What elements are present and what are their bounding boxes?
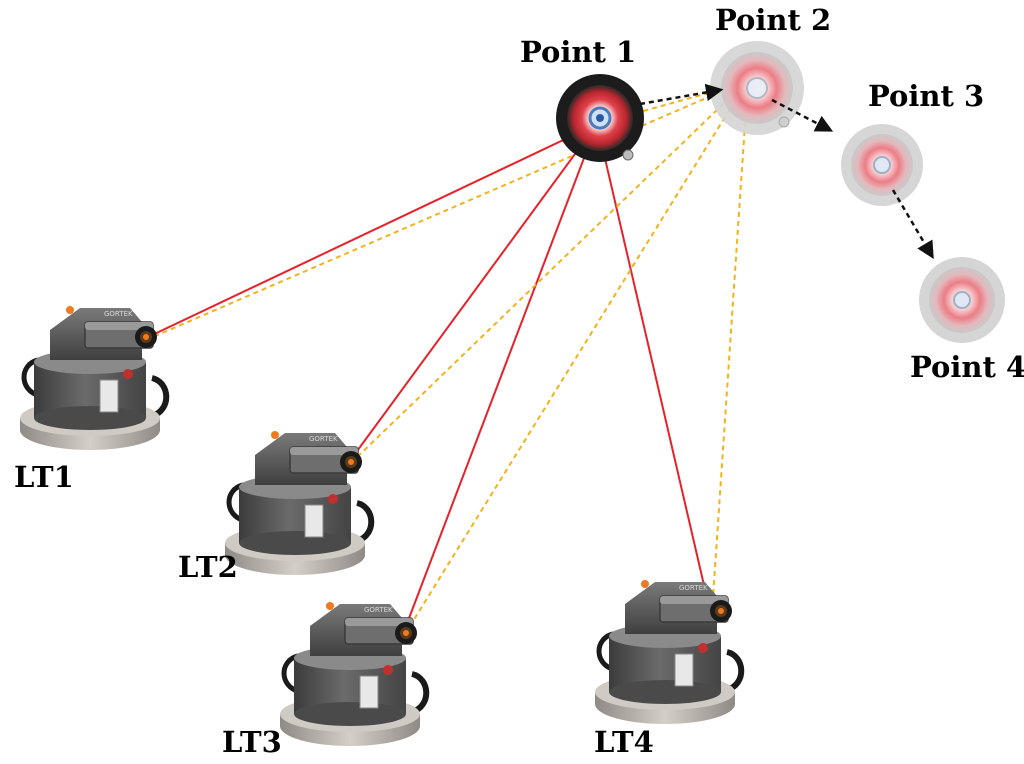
beam-lt1-point1 xyxy=(145,123,598,339)
beam-lt1-point2 xyxy=(145,79,749,341)
labels: Point 1 Point 2 Point 3 Point 4 LT1 LT2 … xyxy=(14,3,1024,759)
info-plate xyxy=(674,653,694,687)
info-plate xyxy=(359,675,379,709)
handle xyxy=(410,671,430,715)
beam-lt3-point1 xyxy=(402,123,598,635)
warning-sticker xyxy=(383,665,393,675)
laser-beams xyxy=(145,79,749,635)
label-point4: Point 4 xyxy=(910,350,1024,384)
target-point1 xyxy=(556,74,644,162)
target-point2 xyxy=(710,41,804,135)
brand-label: GORTEK xyxy=(364,606,393,614)
label-point1: Point 1 xyxy=(520,35,636,69)
target-point4 xyxy=(919,257,1005,343)
tracker-lt4: GORTEK xyxy=(595,580,745,724)
label-lt4: LT4 xyxy=(594,725,654,759)
label-point3: Point 3 xyxy=(868,79,984,113)
warning-sticker xyxy=(123,369,133,379)
path-point3-to-point4 xyxy=(891,189,934,260)
path-point1-to-point2 xyxy=(639,83,724,106)
label-lt2: LT2 xyxy=(178,550,238,584)
beam-lt2-point2 xyxy=(350,79,749,464)
handle xyxy=(150,375,170,419)
info-plate xyxy=(99,379,119,413)
brand-label: GORTEK xyxy=(309,435,338,443)
beam-lt4-point1 xyxy=(596,123,711,612)
label-lt1: LT1 xyxy=(14,460,74,494)
beam-lt4-point2 xyxy=(711,79,749,613)
label-lt3: LT3 xyxy=(222,725,282,759)
movement-path xyxy=(639,83,934,260)
beam-lt3-point2 xyxy=(404,79,749,635)
warning-sticker xyxy=(328,494,338,504)
beam-lt2-point1 xyxy=(348,123,598,463)
brand-label: GORTEK xyxy=(104,310,133,318)
tracker-lt2: GORTEK xyxy=(225,431,375,575)
warning-sticker xyxy=(698,643,708,653)
info-plate xyxy=(304,504,324,538)
tracker-lt3: GORTEK xyxy=(280,602,430,746)
targets xyxy=(556,41,1005,343)
target-point3 xyxy=(841,124,923,206)
trackers: GORTEK GORTEK GORTEK GORTEK xyxy=(20,306,745,746)
handle xyxy=(725,649,745,693)
handle xyxy=(355,500,375,544)
brand-label: GORTEK xyxy=(679,584,708,592)
path-point2-to-point3 xyxy=(771,98,834,132)
tracker-lt1: GORTEK xyxy=(20,306,170,450)
label-point2: Point 2 xyxy=(715,3,831,37)
